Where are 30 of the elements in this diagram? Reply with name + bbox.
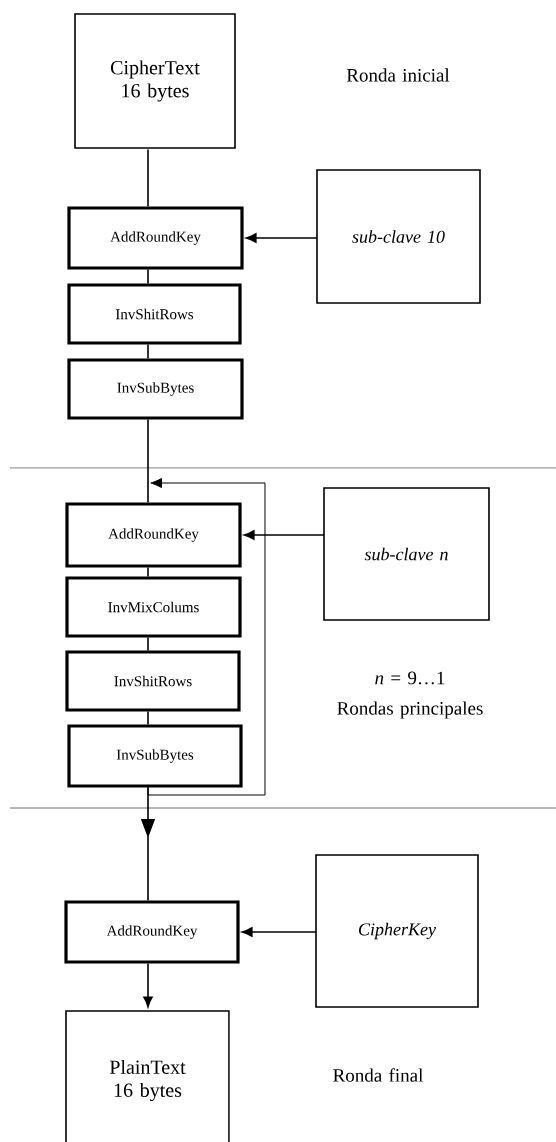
round-label: n = 9…1: [375, 671, 445, 685]
process-box: InvMixColums: [65, 576, 242, 638]
arrow: [243, 530, 325, 540]
process-box: InvSubBytes: [67, 724, 243, 788]
connector-line: [147, 148, 149, 208]
connector-line: [147, 343, 149, 360]
round-label: Rondas principales: [337, 701, 483, 719]
connector-line: [147, 566, 149, 578]
loop-arrow: [147, 477, 266, 796]
process-box: AddRoundKey: [65, 502, 242, 568]
round-label: Ronda inicial: [346, 68, 450, 82]
key-box: sub-clave n: [323, 487, 490, 621]
process-box: InvShitRows: [65, 650, 241, 712]
process-box: AddRoundKey: [64, 900, 240, 964]
process-box: AddRoundKey: [67, 206, 244, 270]
arrow: [143, 962, 153, 1008]
arrow: [245, 233, 318, 243]
key-box: CipherKey: [315, 854, 479, 1008]
connector-line: [147, 418, 149, 504]
round-label: Ronda final: [333, 1068, 423, 1082]
process-box: InvSubBytes: [67, 358, 244, 420]
connector-line: [147, 268, 149, 285]
arrow: [141, 786, 156, 902]
text-box: PlainText 16 bytes: [65, 1010, 230, 1142]
connector-line: [147, 710, 149, 726]
key-box: sub-clave 10: [316, 169, 481, 304]
text-box: CipherText 16 bytes: [74, 13, 236, 149]
connector-line: [147, 636, 149, 652]
arrow: [241, 927, 317, 937]
process-box: InvShitRows: [67, 283, 242, 345]
